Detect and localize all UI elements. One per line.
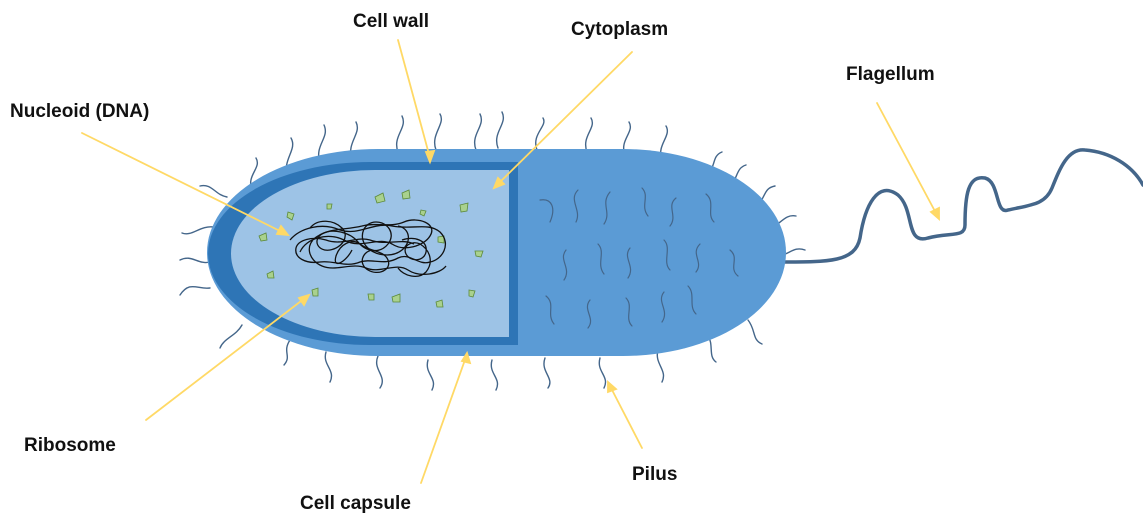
flagellum-leader-arrow bbox=[931, 208, 939, 219]
label-flagellum: Flagellum bbox=[846, 65, 935, 84]
pilus-leader bbox=[610, 386, 642, 448]
label-pilus: Pilus bbox=[632, 465, 677, 484]
label-cell-capsule: Cell capsule bbox=[300, 494, 411, 513]
cytoplasm bbox=[231, 170, 509, 337]
pilus-leader-arrow bbox=[608, 382, 616, 392]
flagellum-leader bbox=[877, 103, 937, 215]
label-cell-wall: Cell wall bbox=[353, 12, 429, 31]
label-ribosome: Ribosome bbox=[24, 436, 116, 455]
label-cytoplasm: Cytoplasm bbox=[571, 20, 668, 39]
capsule-leader bbox=[421, 357, 466, 483]
label-nucleoid: Nucleoid (DNA) bbox=[10, 102, 149, 121]
ribosome-leader bbox=[146, 298, 305, 420]
flagellum bbox=[780, 150, 1143, 262]
cell-wall-leader bbox=[398, 40, 430, 158]
